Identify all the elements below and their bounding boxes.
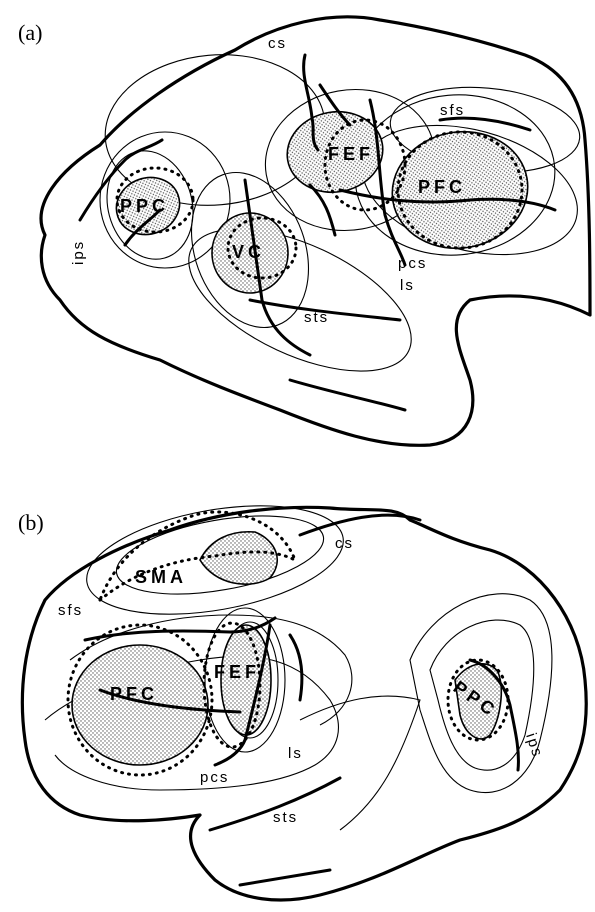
panel-a-ls-label: ls (400, 277, 415, 294)
panel-a-sfs-upper (440, 118, 530, 130)
panel-b-pfc-label: PFC (110, 684, 158, 704)
panel-a-sts-label: sts (304, 309, 329, 326)
panel-a-sts-lower (290, 380, 405, 410)
panel-a-sfs-label: sfs (440, 102, 465, 119)
panel-a-cs-label: cs (268, 35, 287, 52)
panel-b-sts-label: sts (273, 809, 298, 826)
panel-a: (a) (18, 17, 592, 445)
panel-a-label: (a) (18, 20, 42, 45)
panel-b: (b) (18, 488, 586, 900)
panel-b-sma-label: SMA (135, 567, 187, 587)
panel-a-ips-label: ips (70, 240, 87, 265)
panel-b-misc (240, 870, 330, 885)
panel-b-sfs-label: sfs (58, 602, 83, 619)
panel-b-ips-label: ips (522, 731, 546, 760)
panel-a-pfc-label: PFC (418, 177, 466, 197)
panel-b-pcs-label: pcs (200, 769, 229, 786)
panel-b-cs-sulcus (300, 515, 420, 535)
panel-a-pcs-label: pcs (398, 255, 427, 272)
panel-b-cs-label: cs (335, 535, 354, 552)
panel-b-label: (b) (18, 510, 44, 535)
panel-a-ppc-label: PPC (120, 196, 169, 216)
panel-b-sma-region (200, 532, 277, 584)
panel-b-pfc-region (72, 645, 208, 765)
panel-a-vc-label: VC (232, 242, 265, 262)
panel-a-fef-label: FEF (328, 144, 374, 164)
panel-b-fef-label: FEF (214, 662, 260, 682)
panel-a-brain-outline (41, 17, 590, 445)
panel-b-ls-label: ls (288, 745, 303, 762)
